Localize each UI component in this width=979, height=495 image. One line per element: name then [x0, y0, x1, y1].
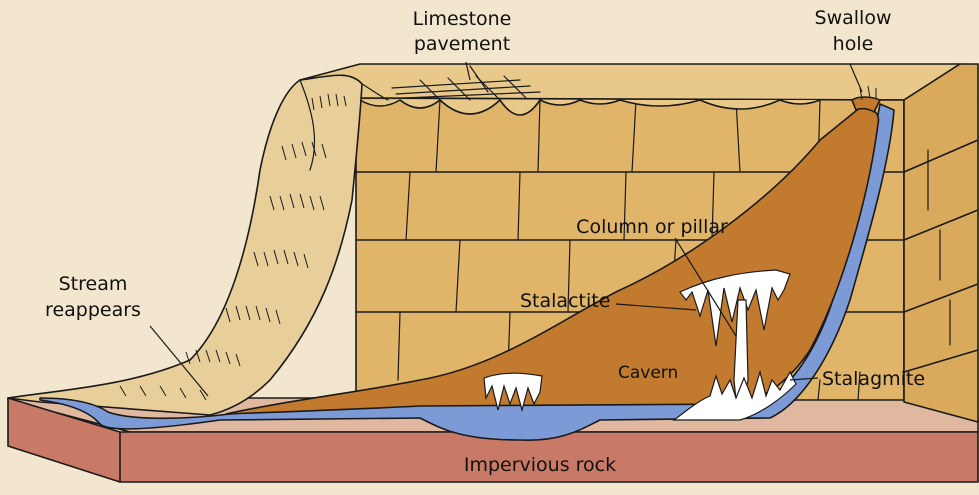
swallow-hole — [852, 97, 880, 112]
label-swallow-hole-line1: Swallow — [815, 7, 892, 29]
label-column-or-pillar: Column or pillar — [576, 216, 728, 238]
label-cavern: Cavern — [618, 363, 678, 383]
cliff-slope — [8, 75, 388, 415]
label-impervious-rock: Impervious rock — [464, 454, 616, 476]
label-limestone-pavement-line2: pavement — [414, 33, 510, 55]
label-stream-reappears-line2: reappears — [45, 299, 141, 321]
label-stalagmite: Stalagmite — [822, 368, 925, 390]
label-swallow-hole-line2: hole — [833, 33, 874, 55]
label-limestone-pavement-line1: Limestone — [413, 8, 512, 30]
label-stream-reappears-line1: Stream — [59, 273, 128, 295]
cliff-face — [8, 75, 362, 415]
label-stalactite: Stalactite — [520, 290, 610, 312]
